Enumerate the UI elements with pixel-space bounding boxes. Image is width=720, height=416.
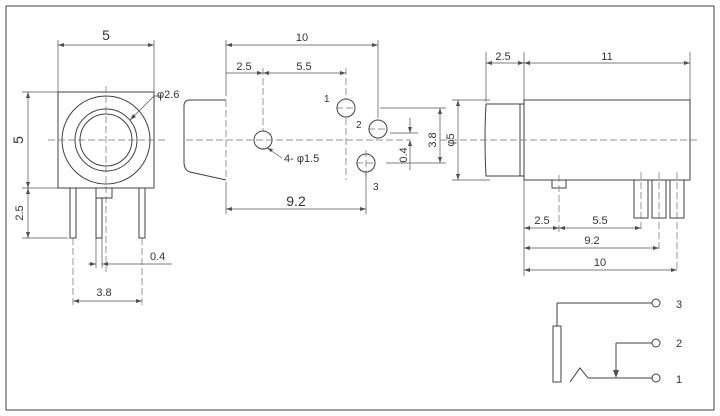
side-body-len-label: 11: [601, 51, 612, 63]
front-width-label: 5: [102, 27, 110, 43]
schematic-terminal-2: [651, 338, 661, 348]
front-pin-left: [69, 187, 77, 239]
schematic: 3 2 1: [552, 298, 682, 386]
side-dim-10-label: 10: [594, 257, 606, 269]
schematic-pin3-label: 3: [676, 299, 682, 311]
schematic-pin2-label: 2: [676, 338, 682, 350]
schematic-sleeve: [552, 325, 562, 383]
schematic-tip-contact: [569, 367, 652, 383]
front-pin-mid: [95, 197, 103, 239]
footprint-pin-label-1: 1: [324, 94, 330, 105]
footprint-vert-38-label: 3.8: [427, 132, 439, 147]
side-dim-55-label: 5.5: [592, 215, 607, 227]
footprint-offset-label: 2.5: [236, 61, 251, 73]
footprint-vert-04-label: 0.4: [398, 147, 410, 162]
schematic-terminal-1: [651, 373, 661, 383]
footprint-hole-dia-label: 4- φ1.5: [284, 153, 319, 165]
side-front-len-label: 2.5: [495, 51, 510, 63]
front-pin-right: [138, 187, 146, 239]
front-view: 5 5 φ2.6 2.5 0.4: [10, 27, 179, 305]
side-dim-92-label: 9.2: [584, 235, 599, 247]
side-dim-25-label: 2.5: [534, 215, 549, 227]
footprint-body-outline: [183, 99, 227, 181]
footprint-view: 10 2.5 5.5 1 2 3 4- φ1.5 9.2: [183, 32, 446, 214]
footprint-bottom-dim-label: 9.2: [286, 193, 306, 209]
footprint-pin-label-2: 2: [356, 120, 362, 131]
front-height-label: 5: [10, 136, 26, 144]
side-front-collar: [484, 103, 525, 177]
front-hole-dia-label: φ2.6: [157, 89, 179, 101]
front-tab: [95, 187, 113, 199]
side-view: 2.5 11 φ5 2.5 5.5 9.2 10: [440, 51, 700, 276]
schematic-terminal-3: [651, 298, 661, 308]
footprint-span-label: 5.5: [296, 61, 311, 73]
footprint-pin-label-3: 3: [373, 182, 379, 193]
front-pitch-label: 3.8: [96, 287, 111, 299]
drawing-frame: [5, 5, 715, 411]
front-pin-width-label: 0.4: [150, 251, 165, 263]
schematic-pin1-label: 1: [676, 374, 682, 386]
front-pin-length-label: 2.5: [14, 205, 26, 220]
footprint-overall-label: 10: [296, 32, 308, 44]
